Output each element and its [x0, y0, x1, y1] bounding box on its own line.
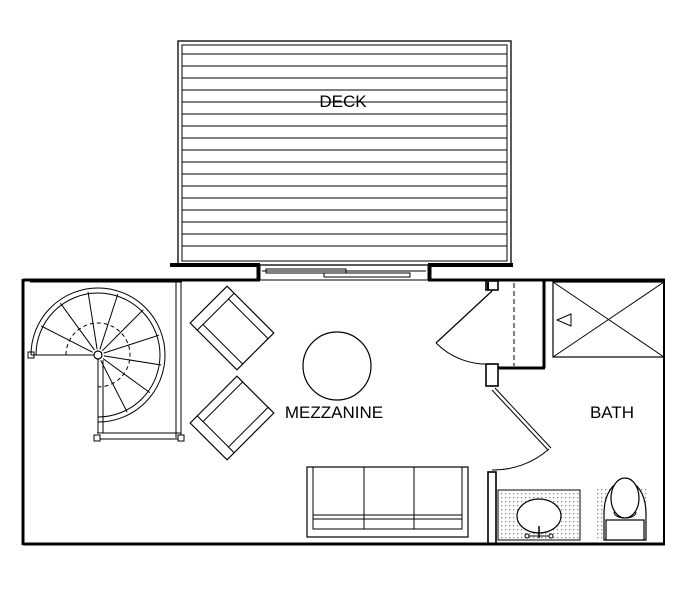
sink-handle-right [548, 533, 554, 539]
sliding-door-panel-a [265, 268, 347, 274]
bath-door-jamb-mid [485, 363, 499, 387]
shower-head-icon [555, 313, 572, 327]
bath-wall-lower [487, 471, 497, 545]
round-table [302, 331, 372, 401]
stair-inner-walk-line [65, 322, 131, 388]
shower [552, 281, 665, 358]
stair-treads [34, 291, 162, 419]
armchair-top-arm-b [196, 323, 244, 371]
stair-post-bottom-left [93, 434, 101, 442]
shower-tray [552, 281, 665, 358]
toilet-tank [605, 519, 645, 541]
sofa-inner [312, 466, 463, 530]
stair-tread [99, 293, 119, 350]
mezzanine-label: MEZZANINE [285, 403, 383, 422]
armchair-bottom [189, 375, 275, 461]
stair-outer-arc [30, 287, 166, 423]
stair-tread [103, 334, 160, 354]
stair-post-bottom-right [177, 434, 185, 442]
armchair-bottom-arm-a [196, 375, 244, 423]
toilet [597, 477, 647, 541]
bath-door-leaf-a [494, 387, 552, 449]
stair-center-post [93, 350, 103, 360]
sofa [306, 466, 469, 538]
stair-tread [40, 325, 93, 353]
bath-door-leaf-b [491, 389, 549, 451]
deck-inner-border [181, 44, 508, 262]
stair-tread [100, 360, 128, 413]
vanity [497, 489, 581, 541]
stair-tread [102, 358, 151, 394]
sliding-door-sill [259, 264, 429, 281]
deck-label: DECK [319, 92, 367, 111]
stair-tread [101, 309, 144, 352]
bath-door-jamb-top [485, 280, 499, 291]
sliding-door-panel-b [323, 272, 411, 278]
sofa-frame [306, 466, 469, 538]
stair-tread [87, 291, 98, 350]
armchair-bottom-arm-b [227, 406, 275, 454]
deck-outline [177, 40, 512, 266]
bath-door [491, 387, 552, 471]
sliding-door [259, 264, 429, 281]
bath-door-swing [491, 448, 550, 471]
armchair-top-back [189, 285, 235, 331]
stair-tread [103, 355, 162, 366]
shower-diagonal-b [552, 281, 665, 358]
armchair-top [189, 285, 275, 371]
toilet-bowl [610, 477, 640, 519]
deck [177, 40, 512, 266]
closet-door-leaf [435, 290, 493, 344]
closet-door-swing [435, 342, 493, 365]
armchair-top-arm-a [227, 292, 275, 340]
stair-tread [59, 302, 95, 351]
bath-label: BATH [590, 403, 634, 422]
closet-door [435, 283, 515, 366]
spiral-stair [27, 281, 185, 442]
deck-boards [182, 53, 507, 247]
toilet-seat-inner [613, 511, 637, 519]
armchair-bottom-back [189, 415, 235, 461]
sink-handle-left [524, 533, 530, 539]
